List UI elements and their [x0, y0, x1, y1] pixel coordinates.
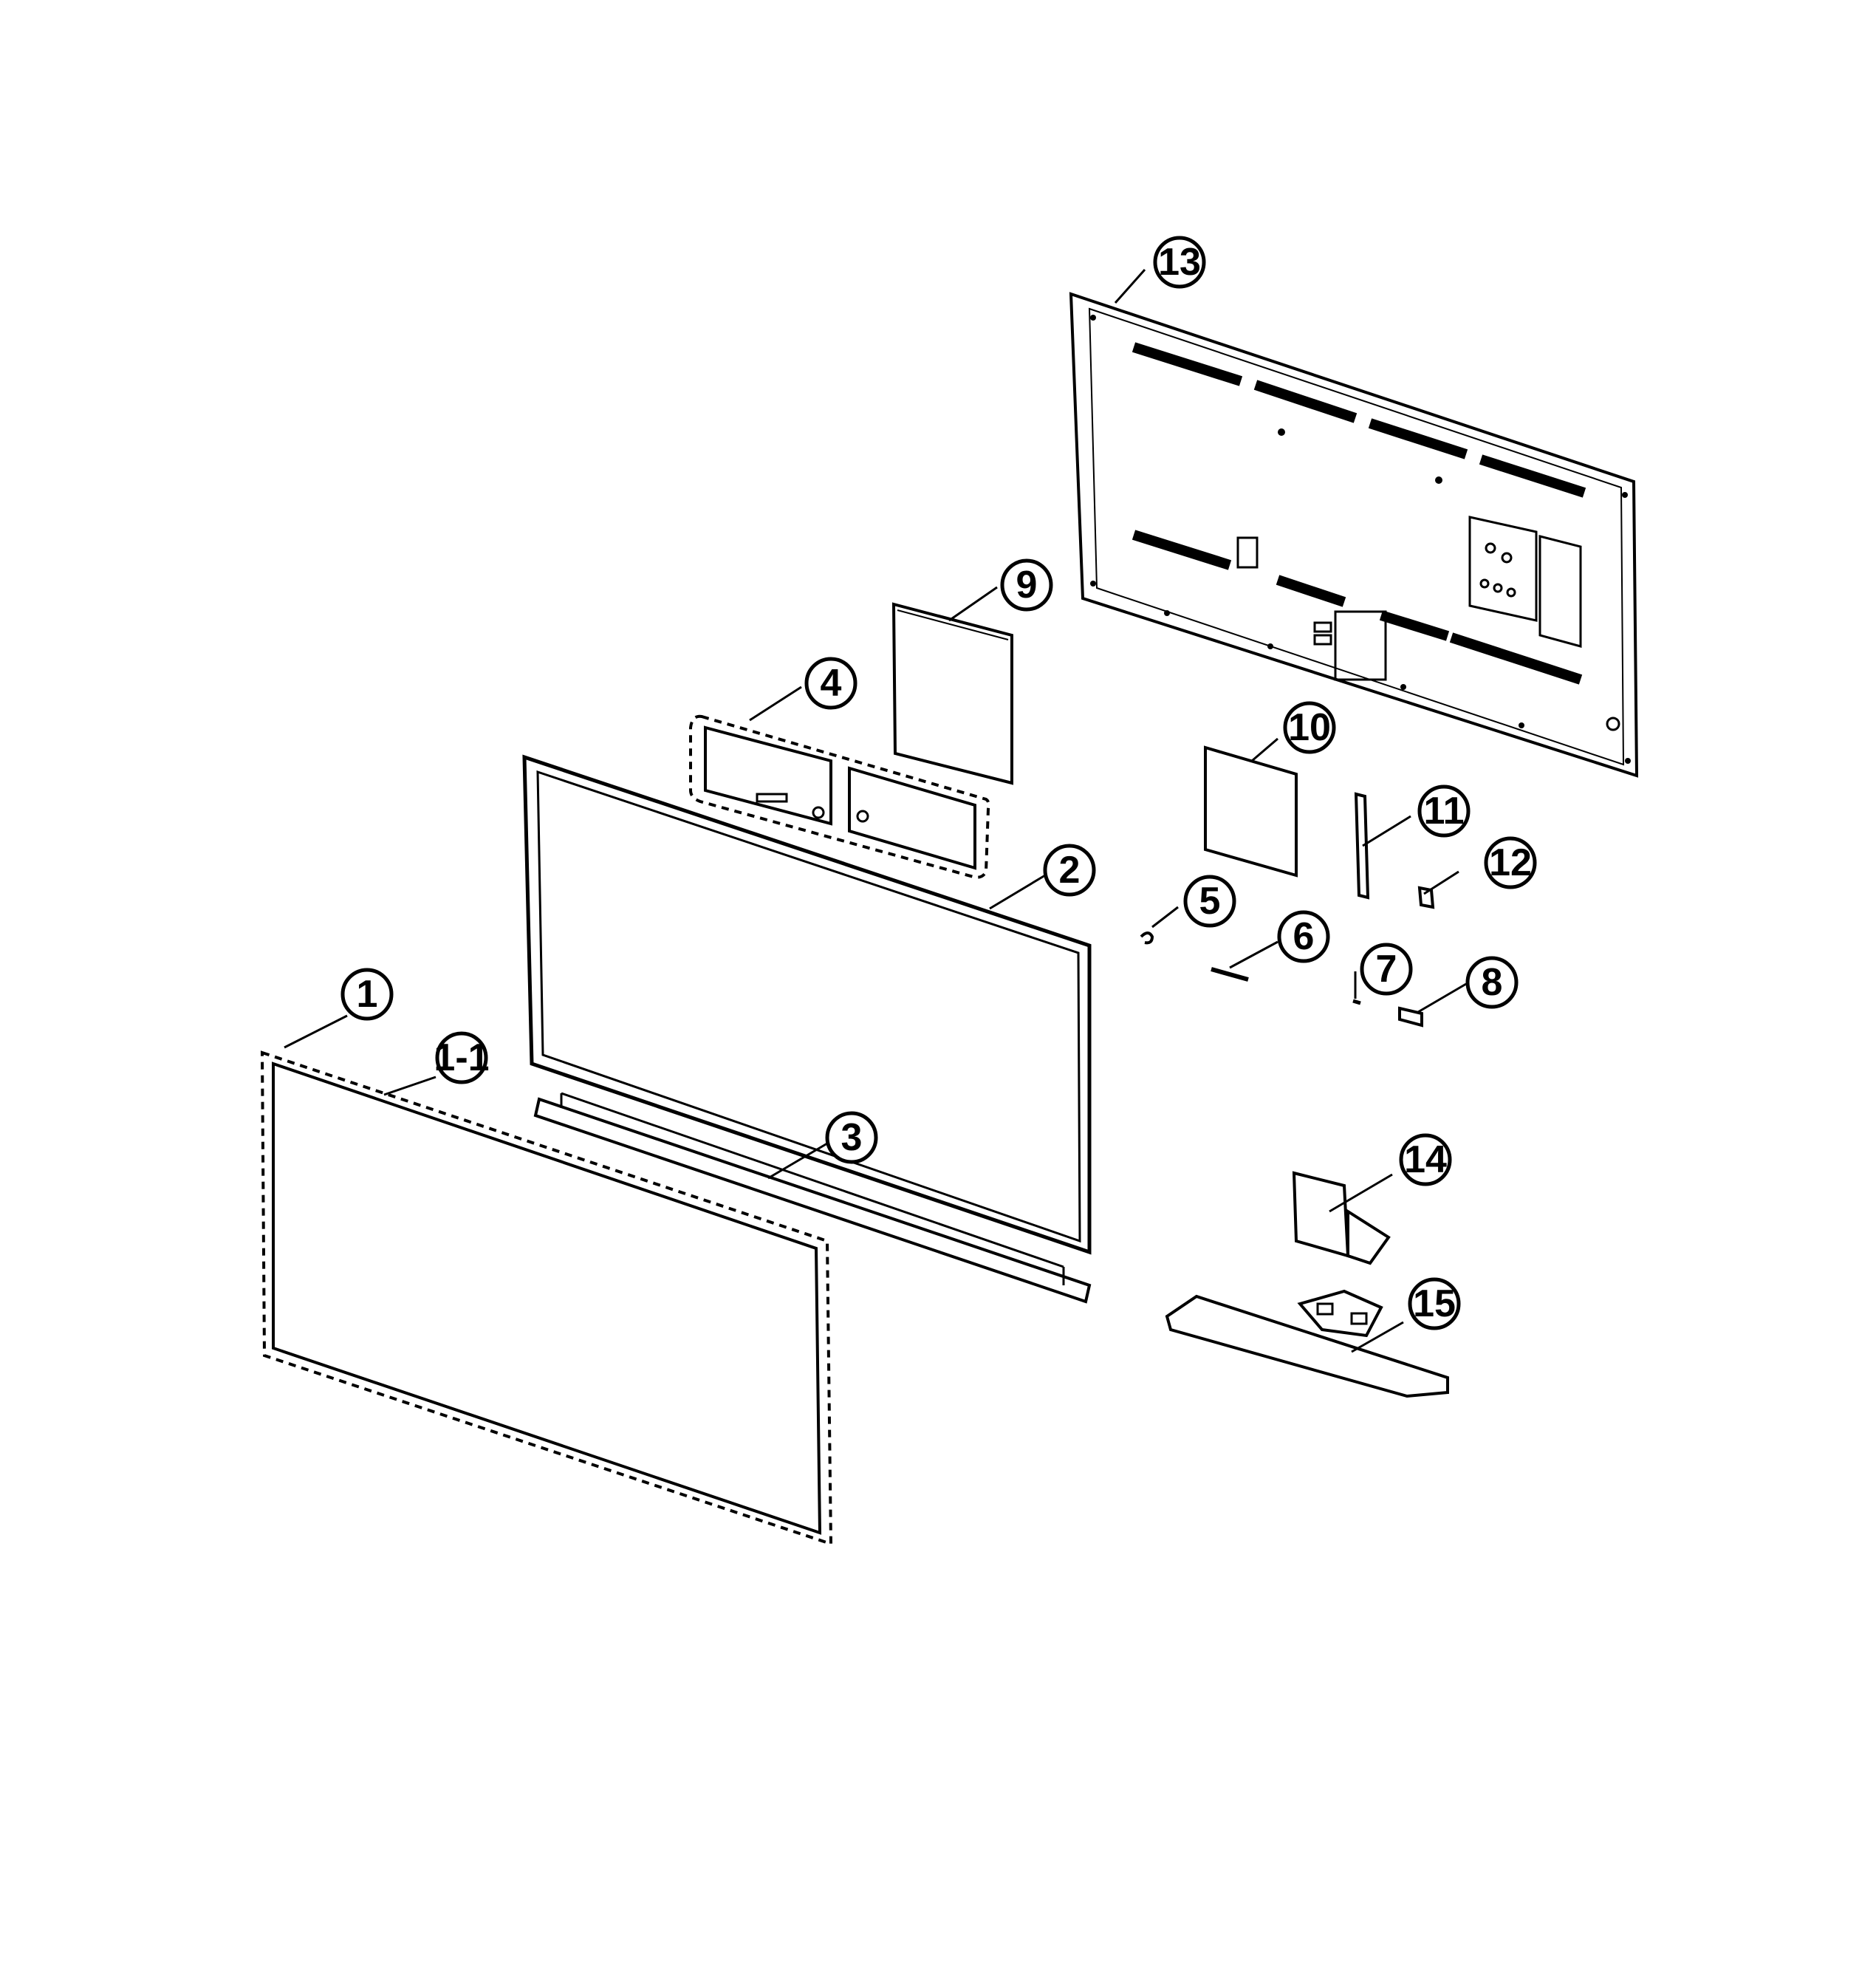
callout-12: 12 [1484, 836, 1537, 889]
callout-11: 11 [1417, 784, 1471, 838]
part-4-speakers [689, 714, 990, 879]
callout-circle [1043, 844, 1096, 897]
callout-label: 15 [1413, 1282, 1456, 1325]
part-9-board [891, 602, 1013, 785]
callout-circle [1408, 1277, 1461, 1330]
callout-1: 1 [340, 968, 394, 1021]
callout-circle [1183, 875, 1236, 928]
callout-circle [1277, 910, 1330, 963]
callout-15: 15 [1408, 1277, 1461, 1330]
callout-circle [435, 1031, 488, 1084]
part-12-small-part [1417, 886, 1435, 909]
part-14-stand-neck [1292, 1171, 1391, 1265]
callout-2: 2 [1043, 844, 1096, 897]
part-13-rear-cover [1069, 292, 1639, 778]
callout-14: 14 [1399, 1133, 1452, 1186]
callout-6: 6 [1277, 910, 1330, 963]
callout-label: 3 [841, 1116, 863, 1159]
callout-label: 8 [1482, 961, 1503, 1004]
callout-label: 9 [1016, 564, 1038, 606]
part-11-sub-board [1354, 792, 1370, 900]
callout-label: 14 [1404, 1138, 1447, 1181]
part-2-frame [522, 754, 1092, 1255]
callout-circle [1360, 943, 1413, 996]
callout-circle [1153, 236, 1206, 289]
callout-label: 7 [1376, 948, 1397, 991]
part-15-stand-base [1165, 1289, 1449, 1398]
part-10-main-board [1204, 745, 1298, 878]
callout-label: 1 [357, 973, 378, 1016]
callout-circle [340, 968, 394, 1021]
callout-label: 12 [1489, 841, 1532, 884]
callout-9: 9 [1000, 558, 1053, 612]
callout-label: 5 [1199, 880, 1221, 923]
callout-label: 11 [1424, 790, 1465, 833]
callout-circle [1000, 558, 1053, 612]
callout-label: 13 [1158, 241, 1201, 284]
callout-circle [804, 657, 857, 710]
callout-label: 1-1 [434, 1036, 489, 1079]
callout-label: 10 [1288, 706, 1331, 749]
callout-1-1: 1-1 [434, 1031, 490, 1084]
callout-circle [1399, 1133, 1452, 1186]
callout-4: 4 [804, 657, 857, 710]
callout-7: 7 [1360, 943, 1413, 996]
callout-8: 8 [1465, 956, 1519, 1009]
part-8-connector [1398, 1006, 1423, 1028]
part-1-panel [260, 1050, 833, 1546]
leader-lines [284, 269, 1467, 1353]
callout-circle [1283, 701, 1336, 754]
callout-circle [1484, 836, 1537, 889]
callout-3: 3 [825, 1111, 878, 1164]
callout-13: 13 [1153, 236, 1206, 289]
part-6-bar [1211, 967, 1249, 982]
callout-label: 6 [1293, 915, 1315, 958]
callout-label: 4 [821, 662, 842, 705]
callout-circle [1465, 956, 1519, 1009]
callout-10: 10 [1283, 701, 1336, 754]
callout-5: 5 [1183, 875, 1236, 928]
callout-label: 2 [1059, 849, 1081, 892]
callout-circle [1417, 784, 1471, 838]
part-7-screw [1352, 999, 1361, 1005]
callout-circle [825, 1111, 878, 1164]
part-5-clip [1140, 931, 1154, 945]
part-3-bottom-bracket [533, 1092, 1092, 1304]
